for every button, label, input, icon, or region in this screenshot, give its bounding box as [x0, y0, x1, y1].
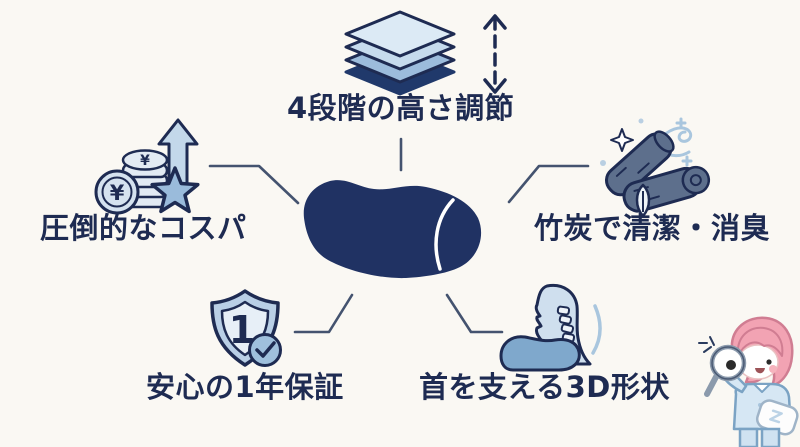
feature-label-neck-support: 首を支える3D形状 — [419, 370, 670, 404]
layer-1 — [344, 10, 456, 58]
front-coin: ¥ — [94, 169, 140, 215]
neck-pillow — [499, 335, 581, 372]
coin-yen-symbol-top: ¥ — [140, 153, 150, 169]
feature-label-cost-performance: 圧倒的なコスパ — [40, 211, 247, 245]
mascot-collar — [753, 383, 771, 393]
mascot-held-pillow — [755, 399, 799, 436]
emphasis-lines — [698, 336, 715, 353]
mascot-leg — [738, 427, 759, 447]
feature-label-height-adjustment: 4段階の高さ調節 — [287, 91, 515, 125]
charcoal-log-back — [604, 130, 675, 197]
mascot-mouth — [755, 368, 765, 374]
girl-magnifier-pillow-mascot — [698, 316, 799, 447]
star-icon — [150, 166, 200, 214]
connector-left — [208, 164, 300, 205]
mascot-leg — [760, 427, 781, 447]
connector-right — [507, 164, 590, 204]
height-double-arrow — [483, 14, 507, 94]
mascot-bangs — [736, 326, 784, 357]
feature-label-warranty: 安心の1年保証 — [146, 370, 344, 404]
connector-bottom-right — [445, 293, 504, 334]
bamboo-charcoal-icon — [600, 117, 711, 218]
shield-check-icon: 1 — [210, 289, 282, 367]
coins-arrow-star-icon: ¥ ¥ — [94, 118, 200, 215]
sparkle-star-icon — [610, 128, 634, 152]
sparkle-dot — [600, 160, 606, 166]
mascot-eye — [766, 359, 772, 365]
sparkle-dot — [638, 118, 644, 124]
contour-pillow-icon — [303, 180, 482, 279]
stacked-layers-height-icon — [344, 10, 507, 96]
coin-yen-symbol-front: ¥ — [110, 181, 125, 205]
curve-swoosh — [591, 304, 602, 355]
check-icon — [255, 341, 276, 358]
pillow-seam-line — [434, 198, 455, 271]
check-badge — [248, 333, 282, 367]
pillow-body — [303, 180, 482, 279]
mascot-blush — [769, 365, 777, 373]
neck-profile-pillow-icon — [499, 283, 602, 372]
leaf-icon — [635, 183, 651, 218]
feature-label-charcoal-deodorize: 竹炭で清潔・消臭 — [534, 211, 771, 245]
connector-bottom-left — [293, 293, 354, 334]
magnifying-glass-icon — [704, 344, 747, 397]
